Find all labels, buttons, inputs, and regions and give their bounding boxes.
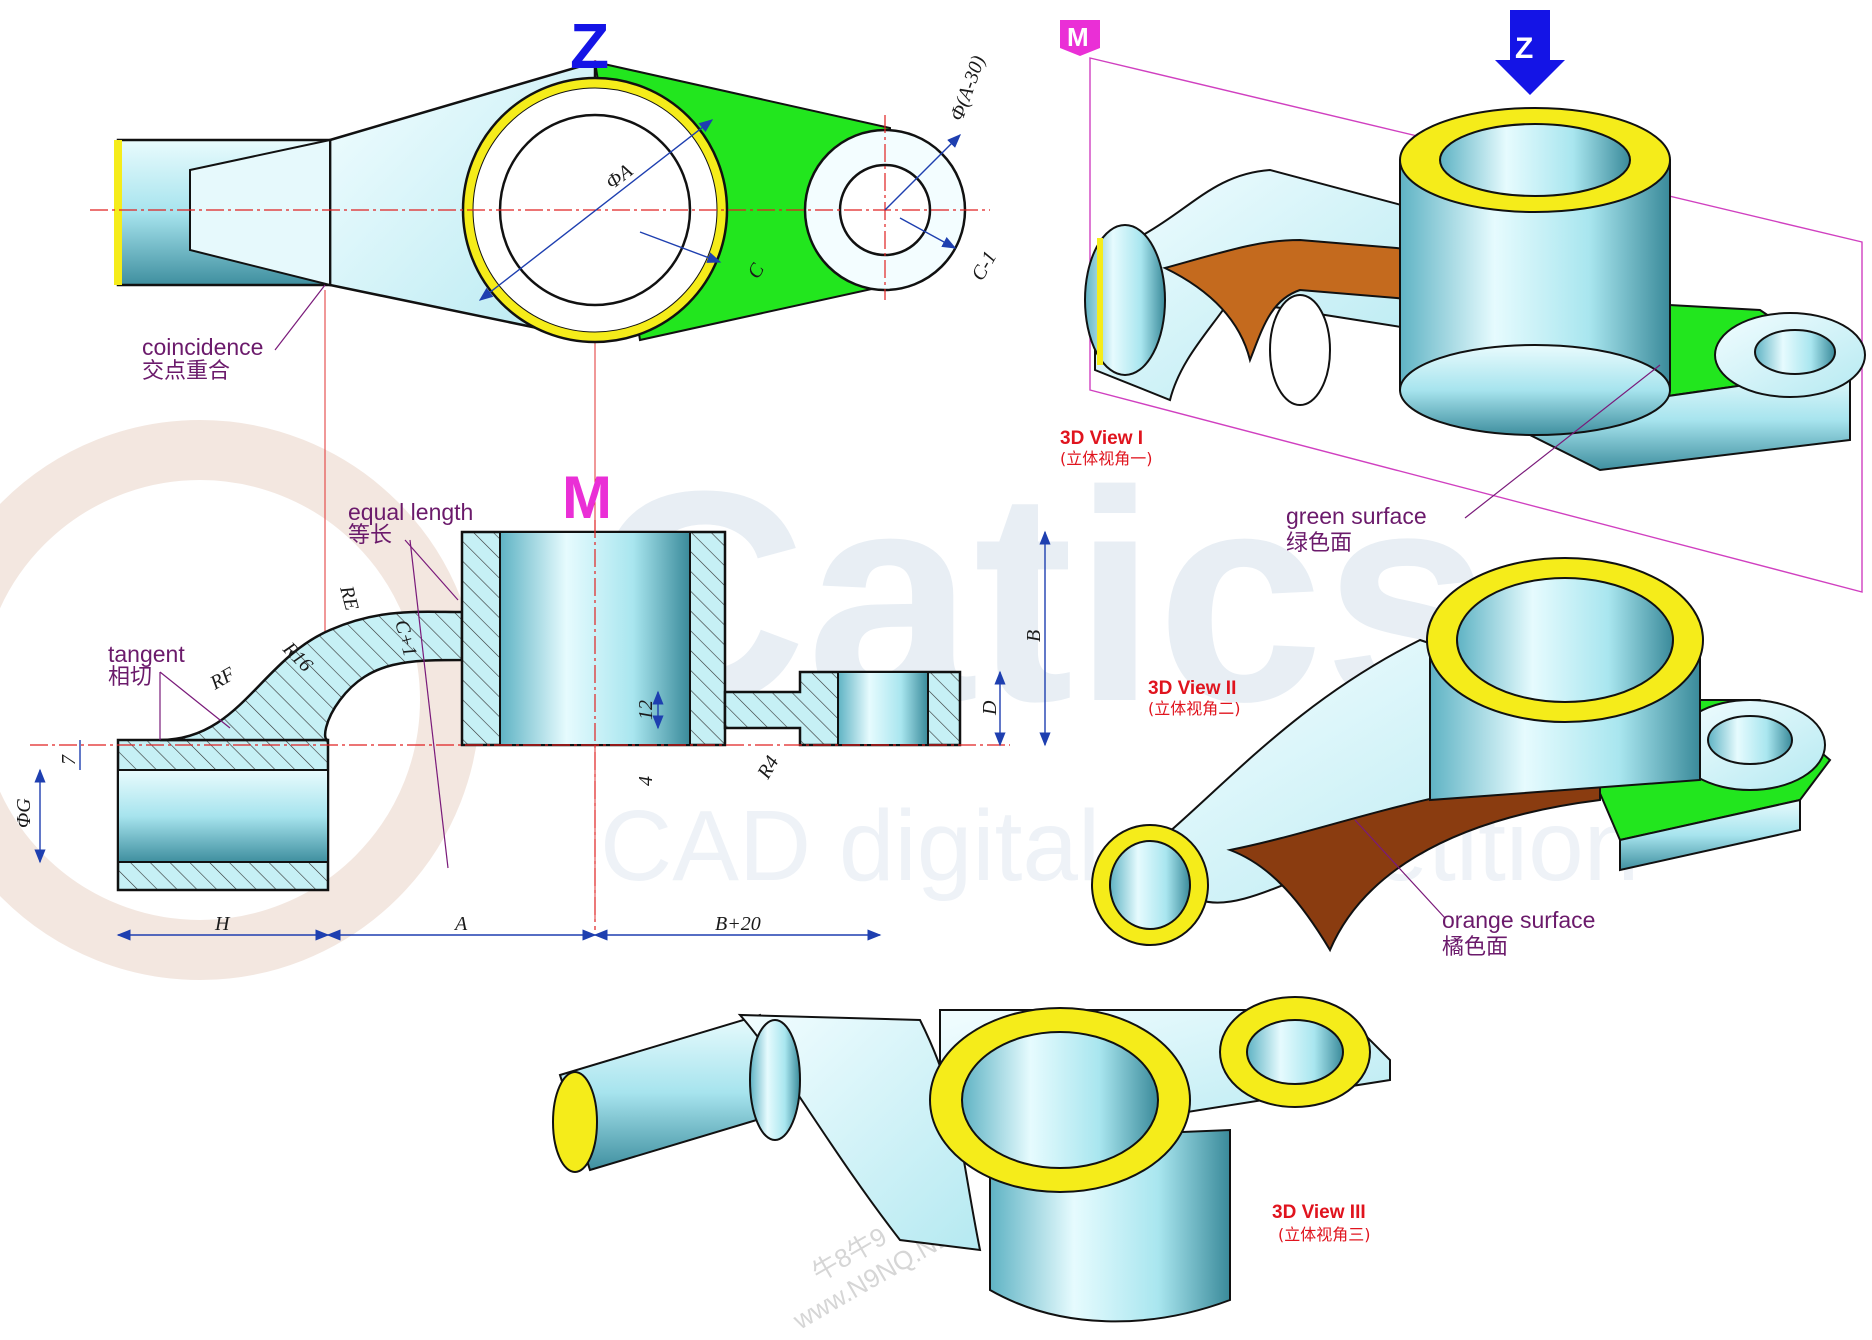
watermark-logo-ring <box>0 420 480 980</box>
m-view-marker: M <box>562 464 612 531</box>
front-view: M H A B+20 B D ΦG 7 12 4 R4 R16 <box>13 464 1051 941</box>
iso3-arch-bore <box>749 1019 801 1141</box>
iso2-orange-surface <box>1226 768 1601 953</box>
z-iso-marker: Z <box>1515 32 1533 65</box>
view-1-subtitle: (立体视角一) <box>1060 449 1153 468</box>
dim-h: H <box>214 913 231 935</box>
iso1-cylinder-bore <box>1439 123 1631 197</box>
dim-c-1: C-1 <box>967 248 1001 285</box>
orange-surface-label: orange surface <box>1442 907 1595 933</box>
iso1-left-tube <box>1084 224 1166 376</box>
iso3-tube-end <box>552 1071 598 1173</box>
top-view: ΦA Φ(A-30) C C-1 Z coincidence 交点重合 <box>90 10 1001 920</box>
view-3-subtitle: (立体视角三) <box>1278 1225 1371 1244</box>
dim-phi-a-30: Φ(A-30) <box>946 53 990 124</box>
dim-b: B <box>1023 630 1045 642</box>
view-2-subtitle: (立体视角二) <box>1148 699 1241 718</box>
iso2-base-side <box>1619 798 1801 872</box>
orange-surface-leader <box>1354 819 1446 919</box>
iso3-big-bore <box>961 1031 1159 1169</box>
iso1-cylinder-bottom <box>1399 344 1671 436</box>
front-left-bore <box>117 769 329 863</box>
dim-phi-g: ΦG <box>13 798 35 828</box>
equal-length-leader <box>404 539 459 601</box>
z-iso-arrow <box>1495 10 1565 95</box>
front-right-bore <box>837 671 929 746</box>
iso-view-2: 3D View II (立体视角二) orange surface 橘色面 <box>1091 557 1832 960</box>
top-slot <box>189 138 331 287</box>
dim-re: RE <box>335 583 363 613</box>
view-3-title: 3D View III <box>1272 1202 1366 1223</box>
coincidence-label-cn: 交点重合 <box>142 359 230 384</box>
dim-line-c <box>639 231 722 263</box>
tangent-leader <box>159 671 231 729</box>
green-surface-leader <box>1464 364 1661 519</box>
dim-d: D <box>979 700 1001 716</box>
iso-view-1: M Z 3D View I (立体视角一) green surface 绿色面 <box>1060 10 1866 593</box>
green-surface-label-cn: 绿色面 <box>1286 531 1352 556</box>
dim-4: 4 <box>635 776 657 786</box>
view-2-title: 3D View II <box>1148 678 1236 699</box>
equal-length-leader <box>409 539 449 869</box>
front-arch <box>159 610 464 742</box>
orange-surface-label-cn: 橘色面 <box>1442 935 1508 960</box>
iso3-small-bore <box>1246 1019 1344 1085</box>
dim-line-c-1 <box>899 217 957 249</box>
tangent-label-cn: 相切 <box>108 665 152 690</box>
iso2-small-bore <box>1707 715 1793 765</box>
equal-length-label: equal length <box>348 499 473 525</box>
dim-line-phi-a-30 <box>884 134 961 211</box>
view-1-title: 3D View I <box>1060 428 1143 449</box>
coincidence-leader <box>274 284 326 351</box>
dim-12: 12 <box>635 700 657 720</box>
dim-line-phi-a <box>478 119 714 301</box>
m-iso-flag <box>1060 20 1100 56</box>
equal-length-label-cn: 等长 <box>348 523 392 548</box>
m-iso-marker: M <box>1067 22 1089 52</box>
dim-7: 7 <box>58 754 80 765</box>
iso1-orange-surface <box>1162 238 1421 364</box>
dim-a: A <box>453 913 468 935</box>
iso-view-3: 3D View III (立体视角三) <box>552 996 1391 1323</box>
z-view-marker: Z <box>570 10 609 82</box>
iso2-left-bore <box>1109 840 1191 930</box>
dim-rf: RF <box>206 663 240 695</box>
green-surface-label: green surface <box>1286 503 1427 529</box>
iso1-left-bore <box>1269 294 1331 406</box>
dim-b-20: B+20 <box>715 913 761 935</box>
iso2-cylinder-bore <box>1456 577 1674 703</box>
coincidence-label: coincidence <box>142 334 263 360</box>
tangent-label: tangent <box>108 641 185 667</box>
iso1-small-bore <box>1754 329 1836 375</box>
